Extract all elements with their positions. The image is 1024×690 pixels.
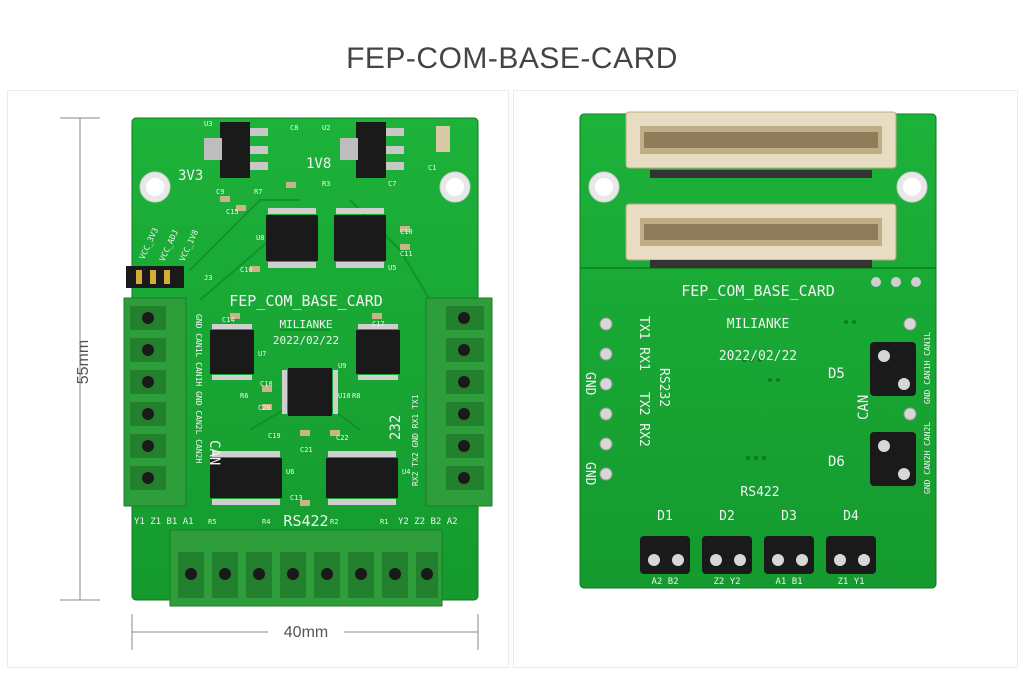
front-can: CAN — [206, 440, 222, 465]
diode-d1: D1 — [657, 509, 673, 524]
ref-label: U9 — [338, 362, 346, 370]
front-maker: MILIANKE — [280, 318, 333, 331]
ref-label: R2 — [330, 518, 338, 526]
diode-d2-pins: Z2 Y2 — [713, 577, 740, 587]
back-d5: D5 — [828, 366, 845, 382]
diode-d2: D2 — [719, 509, 735, 524]
front-right-pins: RX2 TX2 GND RX1 TX1 — [411, 394, 420, 486]
back-board: FEP_COM_BASE_CARD MILIANKE 2022/02/22 RS… — [579, 111, 937, 589]
ref-label: C15 — [226, 208, 239, 216]
ref-label: C11 — [400, 250, 413, 258]
ref-label: U4 — [402, 468, 410, 476]
back-maker: MILIANKE — [727, 317, 790, 332]
ref-label: J3 — [204, 274, 212, 282]
board-connector-top — [625, 111, 897, 178]
ref-label: C16 — [240, 266, 253, 274]
back-can1-labels: GND CAN1H CAN1L — [923, 332, 932, 404]
back-rs422: RS422 — [740, 485, 779, 500]
ref-label: C17 — [372, 320, 385, 328]
ref-label: R1 — [380, 518, 388, 526]
front-232: 232 — [388, 415, 404, 440]
back-rs232: RS232 — [656, 368, 671, 407]
height-dimension — [60, 117, 100, 601]
back-d6: D6 — [828, 454, 845, 470]
height-label: 55mm — [75, 340, 92, 384]
ref-label: R3 — [322, 180, 330, 188]
ref-label: C22 — [336, 434, 349, 442]
ref-label: U7 — [258, 350, 266, 358]
back-can: CAN — [856, 395, 872, 420]
ref-label: R8 — [352, 392, 360, 400]
ref-label: U2 — [322, 124, 330, 132]
ref-label: C8 — [290, 124, 298, 132]
ref-label: C10 — [400, 228, 413, 236]
ref-label: U3 — [204, 120, 212, 128]
diode-d3-pins: A1 B1 — [775, 577, 802, 587]
diode-d1-pins: A2 B2 — [651, 577, 678, 587]
front-board: 3V3 1V8 FEP_COM_BASE_CARD MILIANKE 2022/… — [123, 117, 493, 607]
diode-d4-pins: Z1 Y1 — [837, 577, 864, 587]
diode-d4: D4 — [843, 509, 859, 524]
ref-label: U5 — [388, 264, 396, 272]
back-gnd-1: GND — [582, 372, 597, 396]
board-connector-bottom — [625, 203, 897, 268]
label-3v3: 3V3 — [178, 168, 203, 184]
ref-label: C20 — [258, 404, 271, 412]
front-rs422: RS422 — [283, 512, 328, 530]
ref-label: U10 — [338, 392, 351, 400]
ref-label: U8 — [256, 234, 264, 242]
diode-d3: D3 — [781, 509, 797, 524]
ref-label: C7 — [388, 180, 396, 188]
front-bottom-left-pins: Y1 Z1 B1 A1 — [134, 517, 194, 527]
ref-label: C18 — [260, 380, 273, 388]
ref-label: C19 — [268, 432, 281, 440]
ref-label: R7 — [254, 188, 262, 196]
back-date: 2022/02/22 — [719, 349, 797, 364]
ref-label: R6 — [240, 392, 248, 400]
ref-label: C14 — [222, 316, 235, 324]
label-1v8: 1V8 — [306, 156, 331, 172]
back-can2-labels: GND CAN2H CAN2L — [923, 422, 932, 494]
back-tx2-rx2: TX2 RX2 — [636, 392, 651, 447]
front-left-pins: GND CAN1L CAN1H GND CAN2L CAN2H — [194, 314, 203, 463]
back-tx1-rx1: TX1 RX1 — [636, 316, 651, 371]
page-title: FEP-COM-BASE-CARD — [346, 42, 678, 75]
ref-label: C1 — [428, 164, 436, 172]
ref-label: U6 — [286, 468, 294, 476]
ref-label: R5 — [208, 518, 216, 526]
front-bottom-right-pins: Y2 Z2 B2 A2 — [398, 517, 458, 527]
ref-label: C21 — [300, 446, 313, 454]
back-board-name: FEP_COM_BASE_CARD — [681, 282, 835, 300]
ref-label: R4 — [262, 518, 270, 526]
front-board-name: FEP_COM_BASE_CARD — [229, 292, 383, 310]
front-date: 2022/02/22 — [273, 334, 339, 347]
back-gnd-2: GND — [582, 462, 597, 486]
ref-label: C9 — [216, 188, 224, 196]
ref-label: C13 — [290, 494, 303, 502]
width-label: 40mm — [284, 624, 328, 641]
